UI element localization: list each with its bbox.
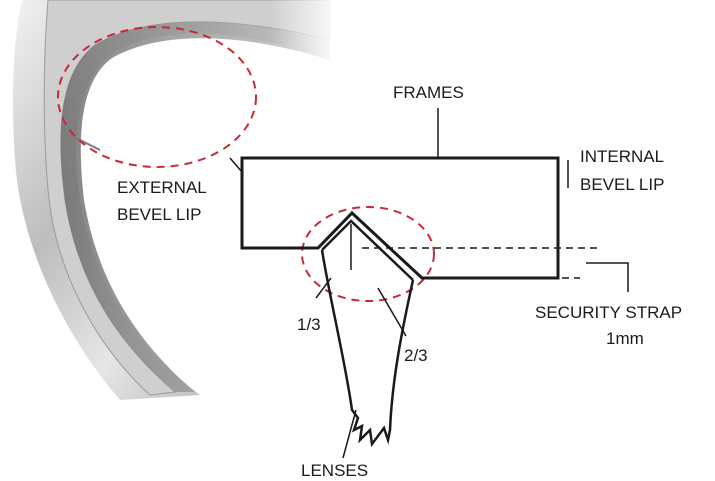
lenses-leader <box>342 409 357 459</box>
external-bevel-leader <box>229 157 243 173</box>
two-thirds-leader <box>377 287 407 337</box>
two-thirds-label: 2/3 <box>404 346 428 365</box>
one-third-leader <box>315 277 332 299</box>
external-bevel-lip-label-line1: EXTERNAL <box>117 178 207 197</box>
internal-bevel-lip-label-line2: BEVEL LIP <box>580 175 664 194</box>
lens-bevel-edge <box>321 219 414 281</box>
internal-bevel-lip-label-line1: INTERNAL <box>580 147 664 166</box>
goggle-frame-illustration <box>12 0 340 400</box>
lenses-label: LENSES <box>301 461 368 480</box>
bevel-tip-highlight-circle <box>301 206 435 302</box>
security-strap-label-line1: SECURITY STRAP <box>535 303 682 322</box>
goggle-frame-seam <box>69 134 101 151</box>
security-strap-leader <box>586 262 629 292</box>
lens-body <box>320 249 415 448</box>
frame-cross-section <box>240 156 560 280</box>
external-bevel-highlight-circle <box>57 26 257 168</box>
goggle-frame-inner-groove <box>60 21 331 393</box>
frames-label: FRAMES <box>393 83 464 102</box>
goggle-frame-fade <box>270 0 340 70</box>
one-third-label: 1/3 <box>297 315 321 334</box>
external-bevel-lip-label-line2: BEVEL LIP <box>117 205 201 224</box>
security-strap-label-line2: 1mm <box>606 329 644 348</box>
